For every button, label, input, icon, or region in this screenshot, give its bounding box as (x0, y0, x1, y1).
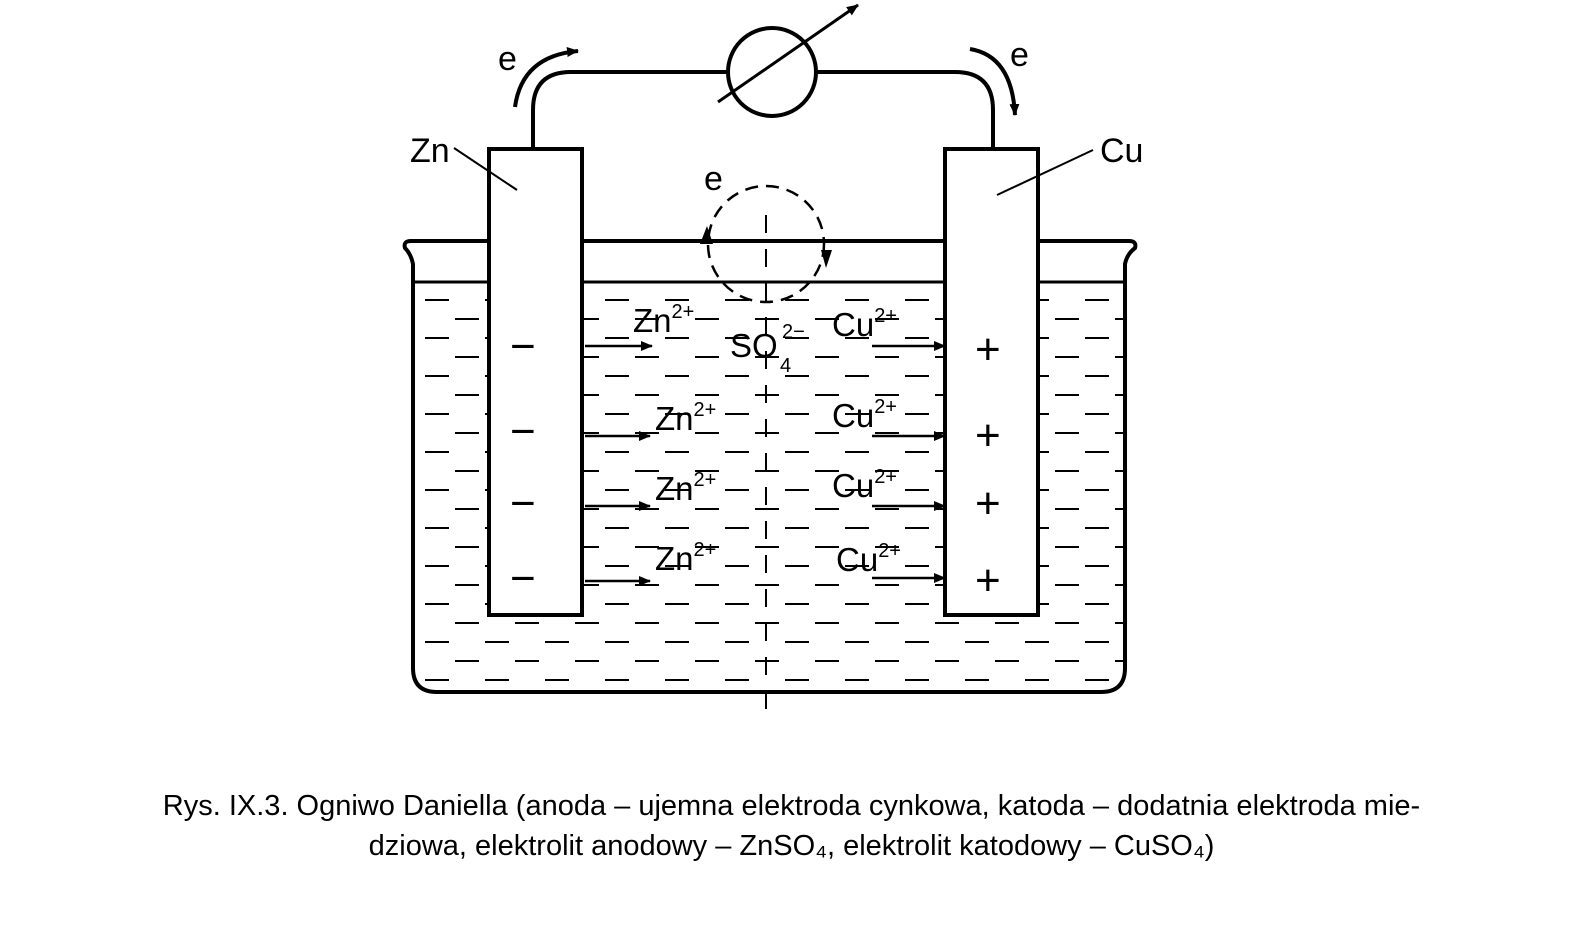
electron-label-center: e (704, 160, 723, 198)
caption-line-1: Rys. IX.3. Ogniwo Daniella (anoda – ujem… (162, 790, 1421, 822)
sulfate-ion-label: SO 4 2− (730, 321, 805, 377)
wire-left (531, 70, 728, 149)
figure-caption: Rys. IX.3. Ogniwo Daniella (anoda – ujem… (0, 786, 1583, 866)
cu-ion-label-4: Cu2+ (836, 540, 901, 578)
circulation-arrowhead-left (700, 226, 713, 244)
cu-ion-label-3: Cu2+ (832, 466, 897, 504)
cu-ion-label-1: Cu2+ (832, 305, 897, 343)
cu-ion-label-2: Cu2+ (832, 396, 897, 434)
cathode-label: Cu (1100, 132, 1143, 170)
circulation-arrowhead-right (821, 250, 832, 268)
cathode-charges: + + + + (975, 325, 1001, 605)
voltmeter-needle (717, 3, 859, 104)
anode-charge-1: − (510, 322, 536, 371)
cu-leader-line (996, 149, 1094, 196)
voltmeter (726, 26, 818, 118)
wire-right (816, 70, 995, 149)
zn-ion-label-1: Zn2+ (633, 301, 694, 339)
cathode-charge-3: + (975, 479, 1001, 528)
svg-text:4: 4 (780, 355, 791, 377)
svg-text:SO: SO (730, 327, 778, 364)
electron-circulation-circle (706, 184, 826, 304)
daniell-cell-diagram: e e e Zn Cu − − − − + + + + Zn2+ Zn2+ Zn… (402, 3, 1143, 712)
cathode-charge-4: + (975, 556, 1001, 605)
cathode-charge-1: + (975, 325, 1001, 374)
zn-leader-line (453, 147, 518, 191)
zn-ion-label-2: Zn2+ (655, 399, 716, 437)
anode-charge-3: − (510, 479, 536, 528)
electron-arrow-left (513, 47, 579, 108)
copper-electrode (943, 147, 1040, 617)
anode-charge-4: − (510, 554, 536, 603)
anode-charge-2: − (510, 407, 536, 456)
svg-text:2−: 2− (782, 321, 805, 343)
caption-line-2: dziowa, elektrolit anodowy – ZnSO₄, elek… (368, 830, 1215, 862)
anode-label: Zn (410, 132, 450, 170)
zn-ion-label-3: Zn2+ (655, 469, 716, 507)
ion-arrows (585, 341, 946, 586)
zn-ion-label-4: Zn2+ (655, 539, 716, 577)
zinc-electrode (487, 147, 584, 617)
anode-charges: − − − − (510, 322, 536, 603)
cathode-charge-2: + (975, 411, 1001, 460)
electron-label-right: e (1010, 36, 1029, 74)
beaker (402, 239, 1138, 694)
electron-label-left: e (498, 40, 517, 78)
electron-arrow-right (969, 47, 1020, 116)
